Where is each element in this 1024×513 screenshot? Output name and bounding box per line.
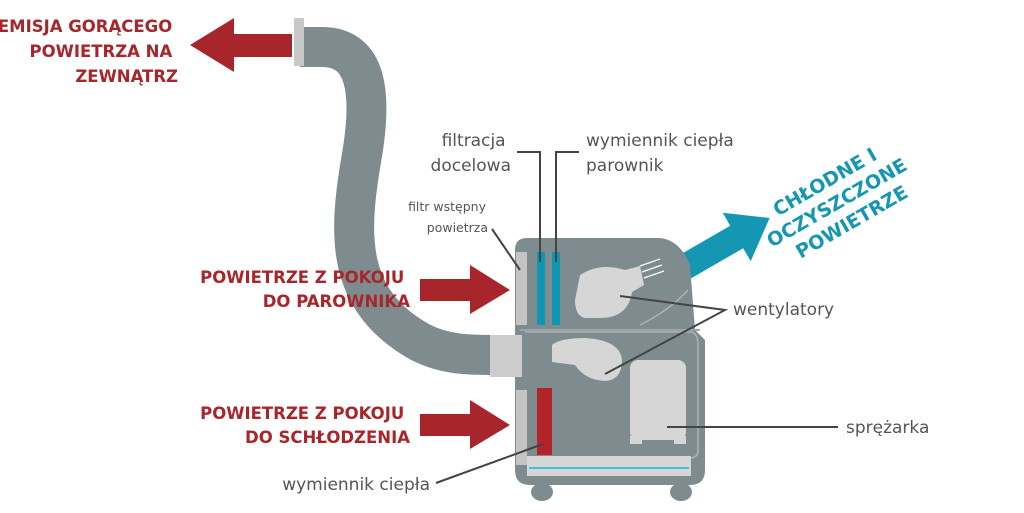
final-filtration-label: filtracja docelowa — [431, 131, 511, 176]
room-air-cooling-arrow — [420, 400, 510, 449]
water-tray — [527, 456, 691, 476]
final-filter-leader — [517, 151, 541, 262]
pre-filter — [516, 252, 527, 325]
heat-exchanger-leader — [435, 443, 544, 484]
heat-exchanger-label: wymiennik ciepła — [282, 475, 430, 495]
airflow-arrows-icon — [639, 258, 665, 279]
evaporator-exchanger-label: wymiennik ciepła parownik — [586, 131, 739, 176]
pre-filter-leader — [491, 228, 521, 271]
wheel — [531, 483, 553, 501]
wheel — [670, 483, 692, 501]
fans-label: wentylatory — [733, 300, 834, 320]
room-air-cooling-label: POWIETRZE Z POKOJU DO SCHŁODZENIA — [200, 404, 410, 447]
cool-air-out-arrow — [676, 212, 770, 280]
compressor — [630, 360, 686, 440]
condenser-bar — [537, 388, 552, 455]
hose-unit-connector — [490, 335, 522, 377]
cool-air-label: CHŁODNE I OCZYSZCZONE POWIETRZE — [751, 130, 928, 273]
compressor-label: sprężarka — [846, 418, 929, 438]
hose-top-connector — [294, 18, 304, 66]
exhaust-hose — [300, 26, 496, 375]
hot-air-out-arrow — [190, 18, 292, 72]
pre-filter-label: filtr wstępny powietrza — [408, 199, 490, 235]
evaporator-bar — [552, 252, 560, 325]
hot-air-out-label: EMISJA GORĄCEGO POWIETRZA NA ZEWNĄTRZ — [0, 17, 178, 86]
dehumidifier-unit — [490, 238, 705, 501]
evaporator-leader — [555, 151, 579, 262]
upper-fan — [575, 266, 644, 318]
room-air-evaporator-arrow — [420, 265, 510, 314]
lower-fan — [552, 338, 622, 381]
final-filter-bar — [537, 252, 545, 325]
fans-leader — [604, 295, 729, 375]
room-air-evaporator-label: POWIETRZE Z POKOJU DO PAROWNIKA — [200, 268, 410, 311]
svg-text:CHŁODNE I OCZYSZCZONE: CHŁODNE I OCZYSZCZONE POWIETRZE — [751, 130, 928, 273]
